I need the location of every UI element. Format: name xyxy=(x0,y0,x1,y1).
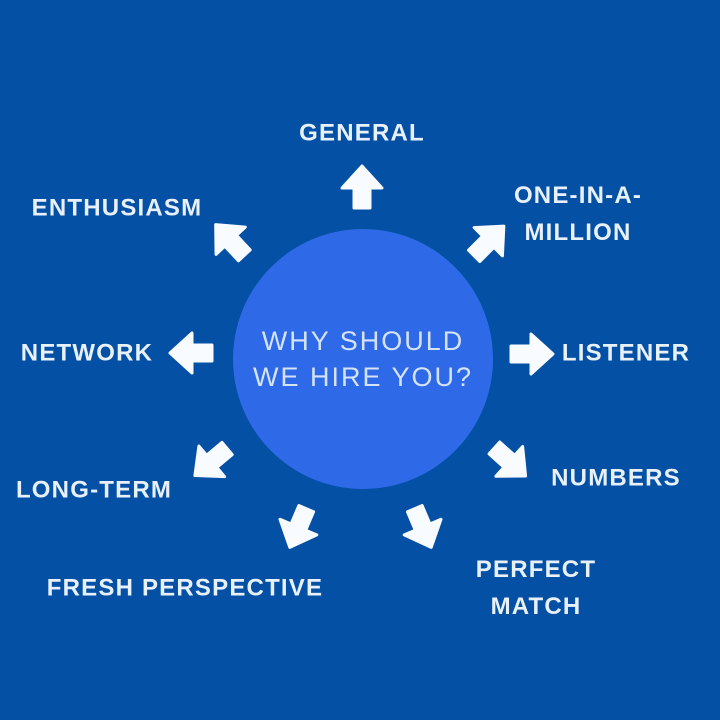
up-left-arrow-icon xyxy=(196,206,264,274)
down-arrow-left-tilt-icon xyxy=(267,497,330,560)
center-circle: WHY SHOULD WE HIRE YOU? xyxy=(233,229,493,489)
label-one-in-a-million: ONE-IN-A- MILLION xyxy=(513,182,643,246)
center-question-text: WHY SHOULD WE HIRE YOU? xyxy=(252,326,474,392)
label-network: NETWORK xyxy=(20,339,154,367)
label-fresh-perspective: FRESH PERSPECTIVE xyxy=(46,574,324,602)
label-general: GENERAL xyxy=(299,119,425,147)
label-listener: LISTENER xyxy=(561,339,691,367)
label-perfect-match: PERFECT MATCH xyxy=(475,556,597,620)
label-numbers: NUMBERS xyxy=(551,464,681,492)
down-left-arrow-icon xyxy=(177,428,245,496)
left-arrow-icon xyxy=(167,329,215,377)
label-enthusiasm: ENTHUSIASM xyxy=(31,194,203,222)
label-long-term: LONG-TERM xyxy=(15,476,173,504)
right-arrow-icon xyxy=(508,330,556,378)
up-arrow-icon xyxy=(338,163,386,211)
down-arrow-right-tilt-icon xyxy=(392,497,455,560)
up-right-arrow-icon xyxy=(455,207,523,275)
down-right-arrow-icon xyxy=(476,428,544,496)
